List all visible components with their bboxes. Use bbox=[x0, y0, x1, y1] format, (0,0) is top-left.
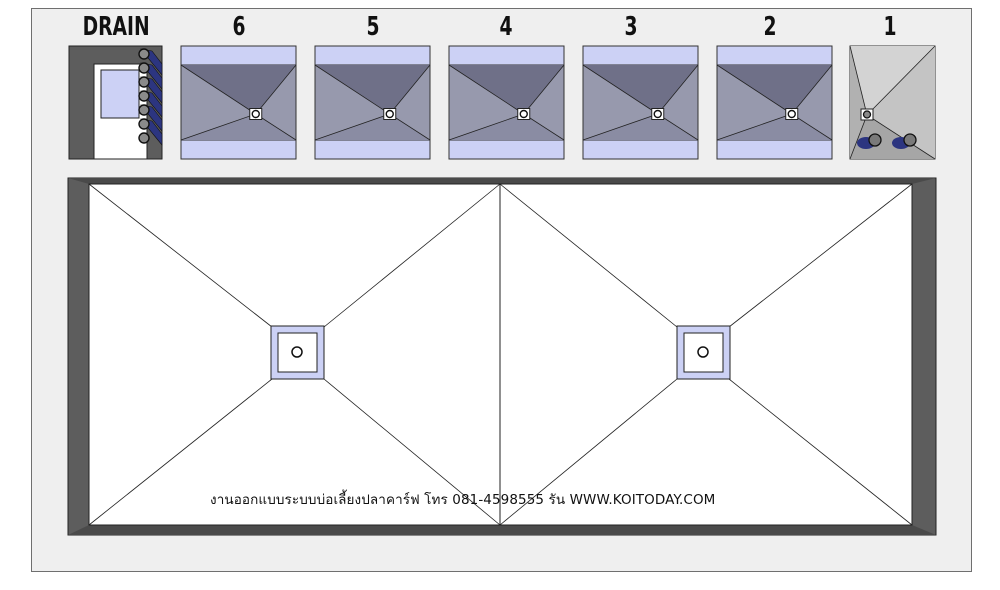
tank-6 bbox=[180, 45, 297, 160]
drain-label: DRAIN bbox=[82, 12, 150, 42]
tank-1 bbox=[849, 45, 936, 160]
tank-3-label: 3 bbox=[624, 12, 638, 42]
tank-2 bbox=[716, 45, 833, 160]
design-caption: งานออกแบบระบบบ่อเลี้ยงปลาคาร์ฟ โทร 081-4… bbox=[210, 492, 716, 508]
tank-3 bbox=[582, 45, 699, 160]
bottom-drain-right bbox=[676, 325, 731, 380]
drain-chamber bbox=[68, 45, 163, 160]
tank-1-pumps bbox=[857, 133, 917, 149]
tank-1-label: 1 bbox=[883, 12, 897, 42]
tank-4 bbox=[448, 45, 565, 160]
tank-2-label: 2 bbox=[763, 12, 777, 42]
bottom-drain-left bbox=[270, 325, 325, 380]
tank-6-label: 6 bbox=[232, 12, 246, 42]
tank-4-label: 4 bbox=[499, 12, 513, 42]
tank-5 bbox=[314, 45, 431, 160]
tank-5-label: 5 bbox=[366, 12, 380, 42]
drain-ports bbox=[138, 48, 150, 144]
main-pond bbox=[67, 177, 937, 536]
